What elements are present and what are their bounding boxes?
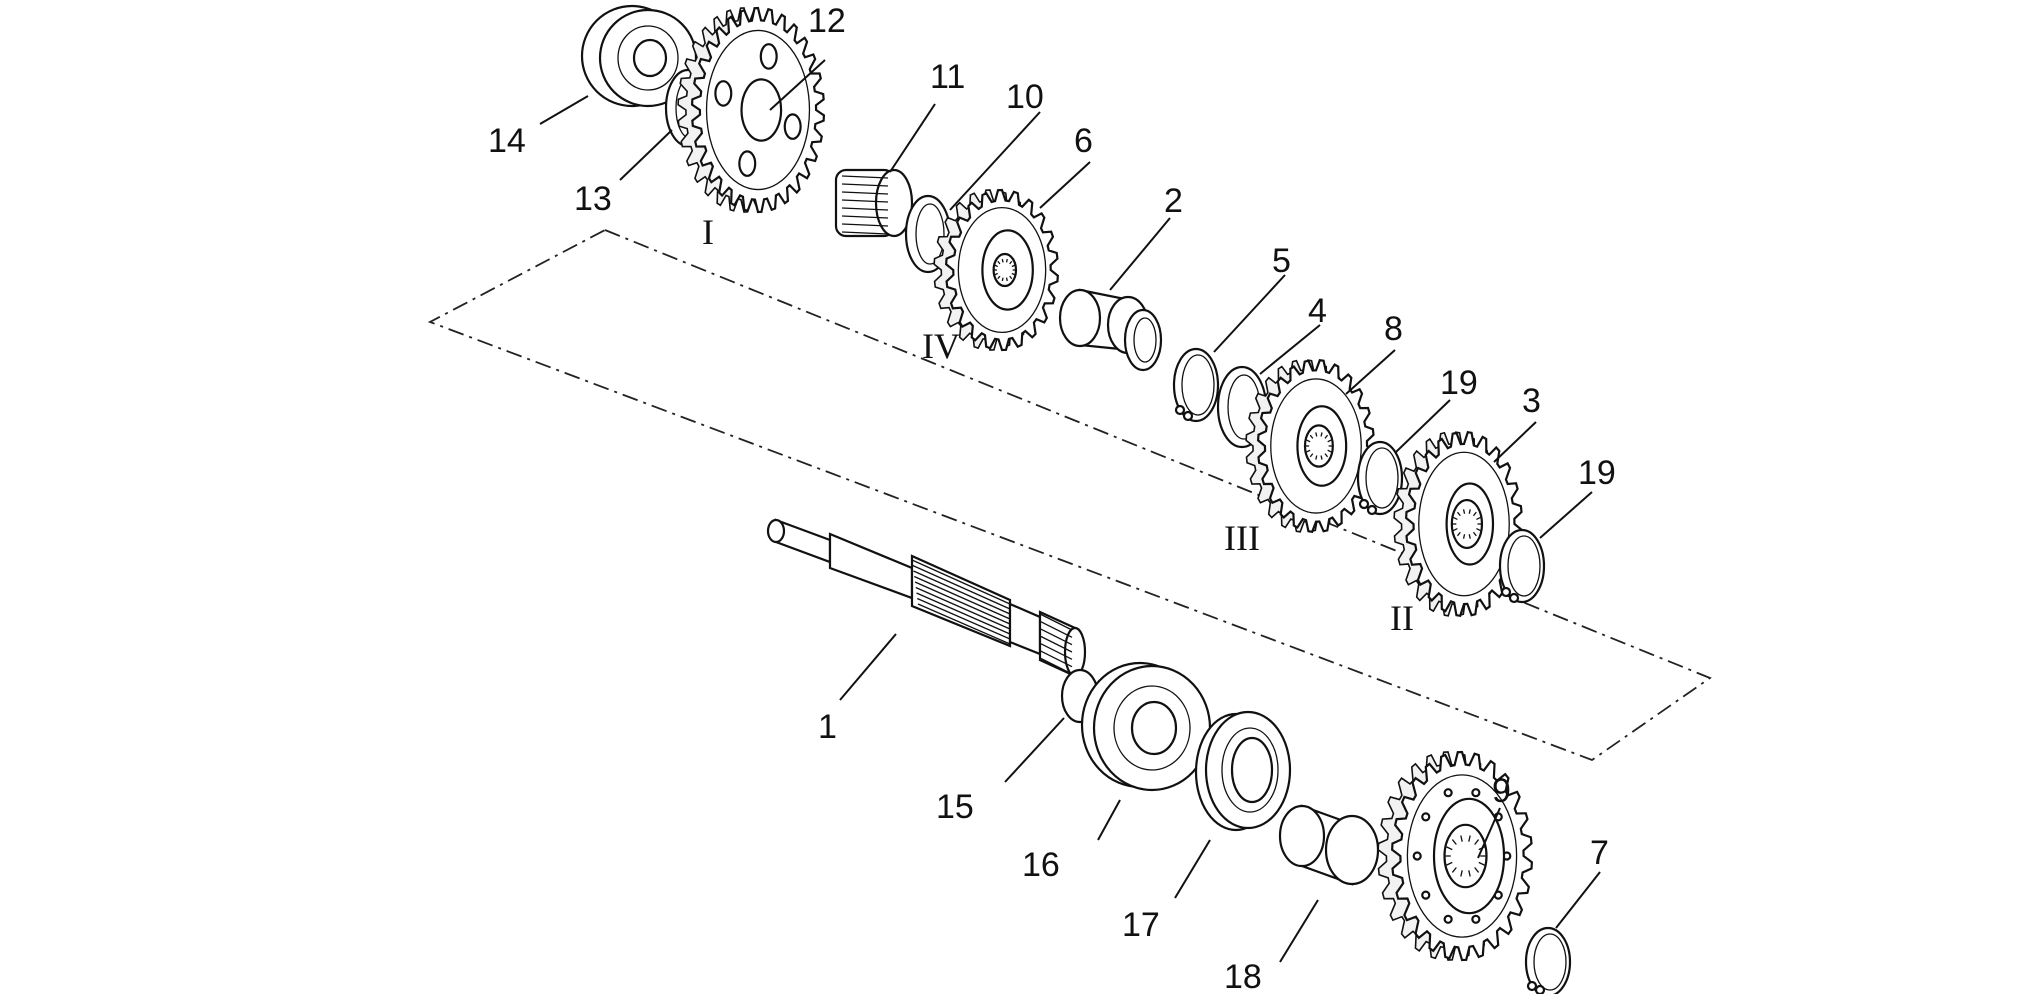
callout-19b: 19 — [1578, 454, 1616, 492]
gear-8 — [1245, 358, 1376, 534]
circlip-19b — [1498, 528, 1546, 604]
callout-labels: 14 13 12 11 10 6 2 5 4 8 19 3 19 1 15 16… — [488, 2, 1616, 994]
split-ring — [1123, 308, 1163, 372]
circlip-5 — [1172, 347, 1220, 423]
callout-13: 13 — [574, 180, 612, 218]
gear-label-I: I — [702, 212, 714, 252]
callout-9: 9 — [1492, 772, 1511, 810]
callout-2: 2 — [1164, 182, 1183, 220]
callout-3: 3 — [1522, 382, 1541, 420]
gear-label-IV: IV — [922, 326, 960, 366]
callout-11: 11 — [930, 58, 965, 96]
callout-19a: 19 — [1440, 364, 1478, 402]
gear-3 — [1393, 430, 1524, 618]
gear-12 — [677, 6, 826, 214]
circlip-7 — [1524, 926, 1572, 994]
bushing-18 — [1278, 804, 1380, 886]
seal-17 — [1194, 710, 1292, 832]
needle-bearing-11 — [834, 168, 914, 238]
gear-labels: I IV III II — [702, 212, 1414, 638]
main-shaft-1 — [766, 518, 1087, 678]
assembly-outline — [427, 229, 1712, 762]
callout-1: 1 — [818, 708, 837, 746]
callout-18: 18 — [1224, 958, 1262, 994]
gear-label-II: II — [1390, 598, 1414, 638]
callout-15: 15 — [936, 788, 974, 826]
callout-16: 16 — [1022, 846, 1060, 884]
callout-7: 7 — [1590, 834, 1609, 872]
gear-label-III: III — [1224, 518, 1260, 558]
callout-17: 17 — [1122, 906, 1160, 944]
sprocket-9 — [1377, 750, 1534, 962]
bearing-16 — [1080, 661, 1212, 792]
callout-10: 10 — [1006, 78, 1044, 116]
callout-8: 8 — [1384, 310, 1403, 348]
callout-14: 14 — [488, 122, 526, 160]
gear-6 — [933, 188, 1059, 352]
callout-4: 4 — [1308, 292, 1327, 330]
callout-12: 12 — [808, 2, 846, 40]
circlip-19a — [1356, 440, 1404, 516]
callout-5: 5 — [1272, 242, 1291, 280]
leader-lines — [539, 59, 1601, 963]
callout-6: 6 — [1074, 122, 1093, 160]
